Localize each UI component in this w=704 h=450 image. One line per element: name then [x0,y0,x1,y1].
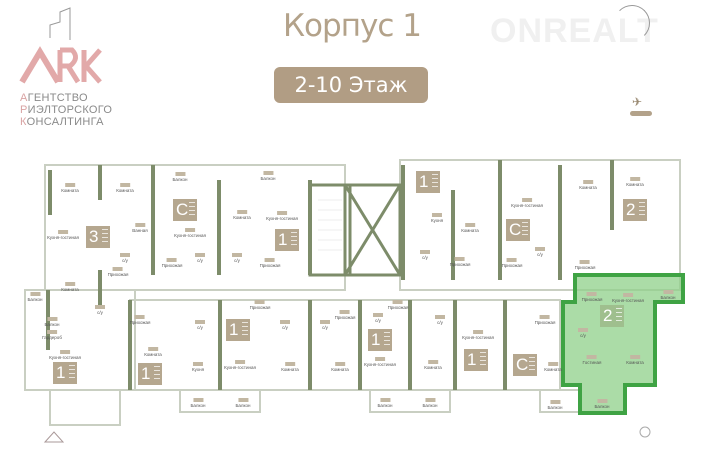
room-label: Комната [331,362,349,372]
room-label: Комната [424,360,442,370]
room-label: Комната [144,347,162,357]
room-label: Кухня-гостиная [174,228,206,238]
apartment-type-badge[interactable]: 1 [416,171,440,193]
room-label: Прихожая [535,315,556,325]
room-label: Прихожая [335,310,356,320]
room-label: с/у [195,253,205,263]
room-label: Комната [461,223,479,233]
room-label: с/у [320,320,330,330]
apartment-type-badge[interactable]: 1 [464,349,488,371]
room-label: Комната [626,177,644,187]
airport-tag [630,111,652,116]
room-label: с/у [373,313,383,323]
stairwell [308,183,402,277]
room-label: Прихожая [582,292,603,302]
room-label: Кухня-гостиная [612,293,644,303]
logo-line: КОНСАЛТИНГА [20,116,104,128]
room-label: Кухня-гостиная [49,350,81,360]
room-label: Ванная [132,223,147,233]
room-label: Балкон [547,400,562,410]
logo-line: АГЕНТСТВО [20,92,88,104]
room-label: с/у [232,253,242,263]
room-label: Кухня-гостиная [47,230,79,240]
room-label: Балкон [594,399,609,409]
room-label: Кухня-гостиная [364,357,396,367]
room-label: Прихожая [260,258,281,268]
apartment-type-badge[interactable]: 3 [86,226,110,248]
logo-line: РИЭЛТОРСКОГО [20,104,113,116]
room-label: с/у [280,320,290,330]
room-label: Гостиная [583,355,602,365]
map-icon [43,431,65,443]
room-label: Балкон [172,172,187,182]
room-label: Прихожая [502,258,523,268]
floor-badge[interactable]: 2-10 Этаж [274,67,428,103]
room-label: Балкон [27,292,42,302]
room-label: Кухня [192,362,204,372]
ark-logo-icon [19,7,102,84]
page-title: Корпус 1 [283,8,422,44]
room-label: с/у [535,247,545,257]
airplane-icon: ✈ [632,95,643,109]
apartment-type-badge[interactable]: 1 [138,363,162,385]
room-label: Балкон [260,171,275,181]
apartment-type-badge[interactable]: 2 [600,305,624,327]
room-label: Прихожая [130,315,151,325]
apartment-type-badge[interactable]: 1 [53,362,77,384]
apartment-type-badge[interactable]: 2 [623,199,647,221]
compass-icon [614,5,650,41]
room-label: Прихожая [450,257,471,267]
room-label: с/у [195,320,205,330]
room-label: Комната [281,362,299,372]
room-label: Комната [544,362,562,372]
room-label: Комната [61,282,79,292]
apartment-type-badge[interactable]: C [173,199,197,221]
apartment-type-badge[interactable]: 1 [275,229,299,251]
room-label: Балкон [44,317,59,327]
selected-apartment [561,273,685,415]
room-label: Комната [61,183,79,193]
room-label: Кухня [431,213,443,223]
room-label: с/у [95,305,105,315]
room-label: Прихожая [108,267,129,277]
room-label: Прихожая [162,258,183,268]
room-label: Гардероб [42,330,62,340]
room-label: Кухня-гостиная [511,198,543,208]
room-label: с/у [120,253,130,263]
room-label: Прихожая [575,260,596,270]
room-label: Балкон [660,290,675,300]
ball-icon [639,426,651,438]
room-label: с/у [578,328,588,338]
room-label: Комната [579,180,597,190]
apartment-type-badge[interactable]: C [506,219,530,241]
room-label: Комната [626,355,644,365]
room-label: с/у [435,315,445,325]
apartment-type-badge[interactable]: C [513,354,537,376]
room-label: Кухня-гостиная [224,360,256,370]
room-label: Кухня-гостиная [462,330,494,340]
apartment-type-badge[interactable]: 1 [368,329,392,351]
room-label: Кухня-гостиная [266,211,298,221]
room-label: Комната [116,183,134,193]
room-label: Балкон [422,398,437,408]
logo-text: АГЕНТСТВО РИЭЛТОРСКОГО КОНСАЛТИНГА [20,92,112,128]
room-label: Прихожая [388,300,409,310]
room-label: Прихожая [250,300,271,310]
apartment-type-badge[interactable]: 1 [226,319,250,341]
room-label: Балкон [377,398,392,408]
room-label: Балкон [190,398,205,408]
room-label: Комната [233,210,251,220]
room-label: Балкон [235,398,250,408]
room-label: с/у [420,250,430,260]
